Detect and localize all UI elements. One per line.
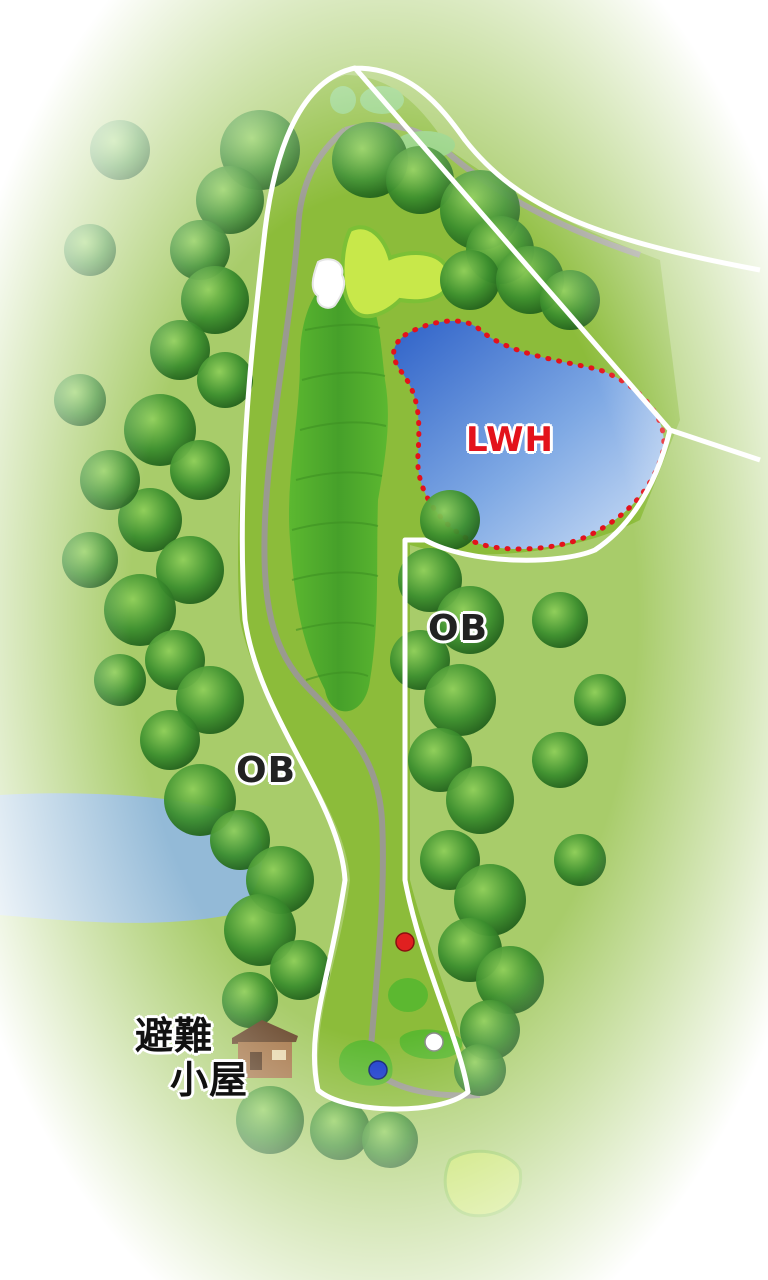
- shelter-label: 避難 小屋: [135, 1014, 250, 1102]
- ob-label-right: OB: [428, 608, 489, 649]
- shelter-label-line2: 小屋: [169, 1058, 248, 1102]
- shelter-label-line1: 避難: [135, 1014, 214, 1058]
- lateral-water-hazard-label: LWH: [466, 420, 554, 460]
- ob-label-left: OB: [236, 750, 297, 791]
